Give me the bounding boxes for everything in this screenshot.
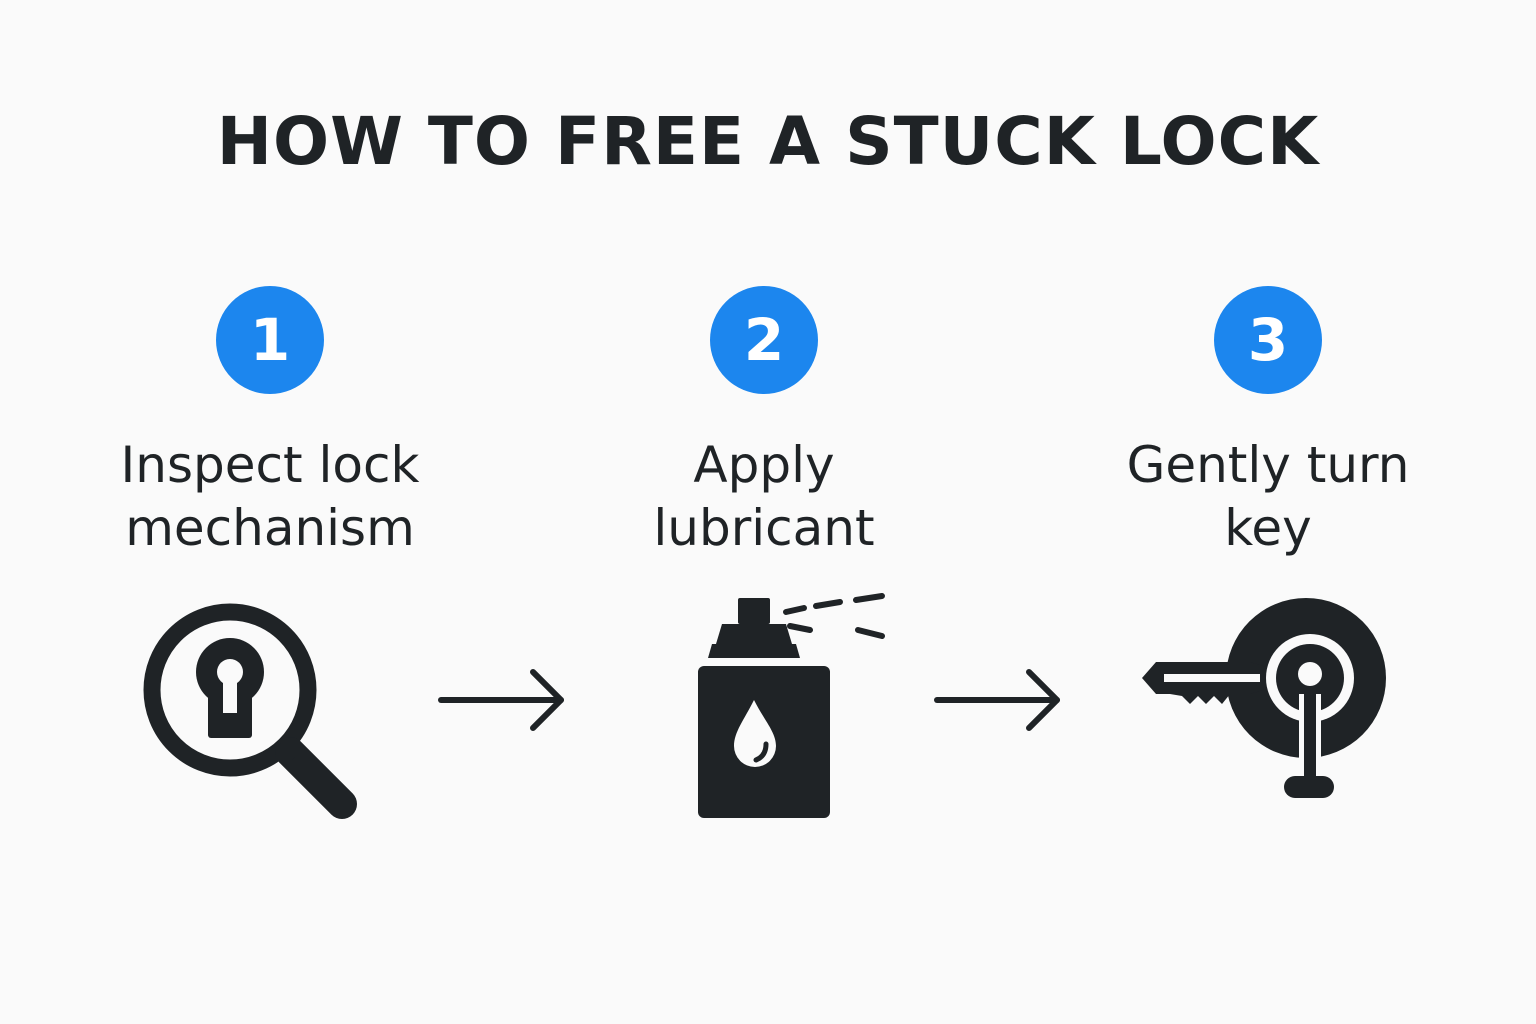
arrow-right-icon xyxy=(934,669,1060,731)
magnifier-keyhole-icon xyxy=(143,603,357,819)
page-title: HOW TO FREE A STUCK LOCK xyxy=(216,103,1320,180)
step-2: 2 Apply lubricant xyxy=(554,286,974,846)
step-label-1: Inspect lock mechanism xyxy=(120,436,420,557)
arrow-right-icon xyxy=(438,669,564,731)
step-label-2: Apply lubricant xyxy=(653,436,875,557)
step-number-badge-2: 2 xyxy=(710,286,818,394)
step-number-badge-1: 1 xyxy=(216,286,324,394)
step-1: 1 Inspect lock mechanism xyxy=(60,286,480,846)
key-in-lock-icon xyxy=(1142,598,1386,798)
step-3: 3 Gently turn key xyxy=(1058,286,1478,846)
step-number-badge-3: 3 xyxy=(1214,286,1322,394)
step-label-3: Gently turn key xyxy=(1126,436,1410,557)
lubricant-spray-can-icon xyxy=(698,593,885,818)
